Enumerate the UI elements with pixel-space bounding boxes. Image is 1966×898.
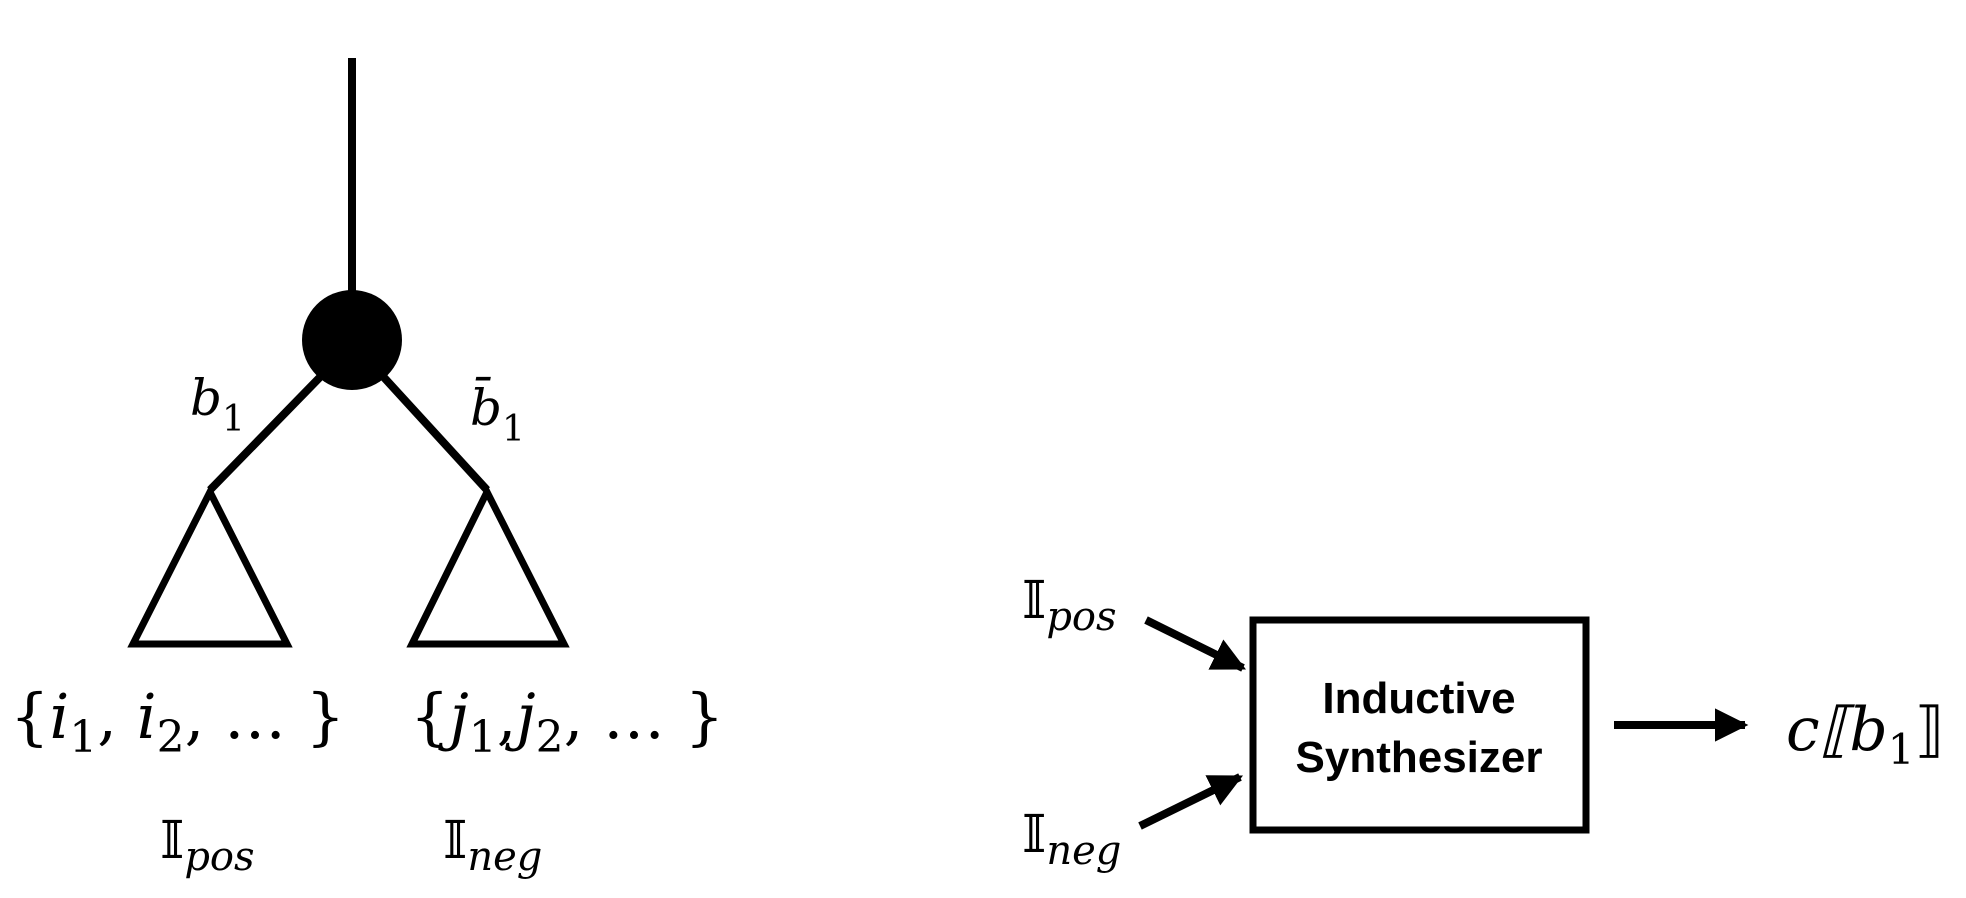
left-leaf-set: {i1, i2, … } xyxy=(10,680,345,763)
left-subtree-triangle xyxy=(127,484,293,648)
output-label: c⟦b1⟧ xyxy=(1786,695,1944,774)
left-caption-ipos: 𝕀pos xyxy=(160,811,255,880)
right-branch-edge xyxy=(376,369,490,493)
input-ineg-label: 𝕀neg xyxy=(1022,805,1121,874)
right-leaf-set: {j1,j2, … } xyxy=(410,680,724,763)
synthesizer-diagram: 𝕀pos 𝕀neg Inductive Synthesizer c⟦b1⟧ xyxy=(1022,571,1944,874)
decision-tree: b1 b̄1 {i1, i2, … } {j1,j2, … } 𝕀pos 𝕀ne… xyxy=(10,58,724,880)
right-edge-label: b̄1 xyxy=(470,376,525,450)
left-branch-edge xyxy=(207,369,328,493)
synthesizer-box xyxy=(1249,616,1590,834)
input-ipos-arrow xyxy=(1144,616,1247,672)
synthesizer-box-line1: Inductive xyxy=(1322,674,1515,723)
input-ipos-label: 𝕀pos xyxy=(1022,571,1117,640)
synthesizer-box-line2: Synthesizer xyxy=(1296,733,1543,782)
input-ineg-arrow xyxy=(1138,773,1244,830)
right-subtree-triangle xyxy=(406,484,570,648)
decision-node xyxy=(302,290,402,390)
right-caption-ineg: 𝕀neg xyxy=(443,811,542,880)
left-edge-label: b1 xyxy=(190,369,245,440)
